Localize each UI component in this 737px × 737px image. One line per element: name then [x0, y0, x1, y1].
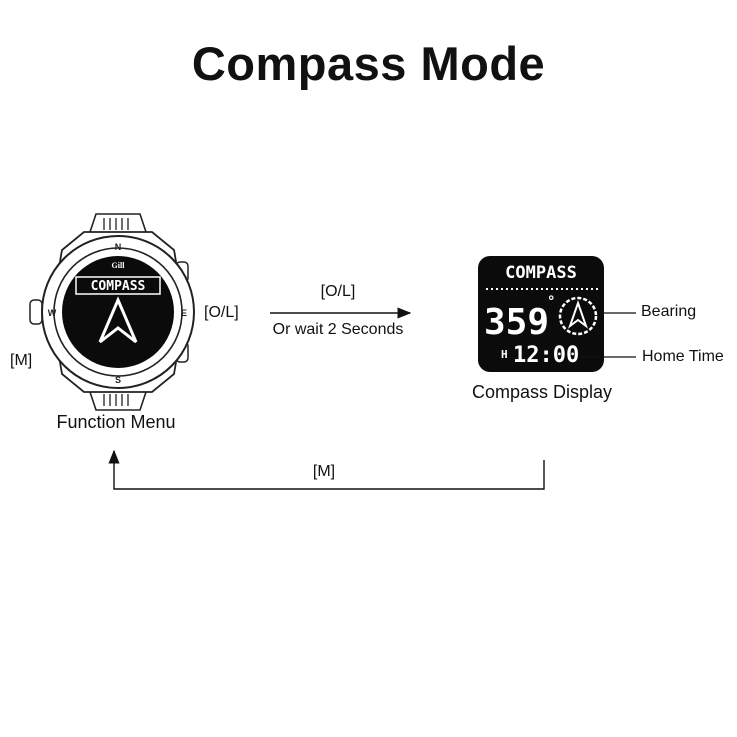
bezel-mark-north: N [115, 242, 122, 252]
watch-screen-label-box [75, 276, 161, 295]
watch-strap-top [89, 213, 147, 233]
bearing-value: 359 [484, 302, 549, 343]
watch-brand-logo: Gill [112, 261, 126, 270]
watch-screen-label: COMPASS [91, 279, 146, 294]
watch-caption: Function Menu [56, 412, 176, 432]
compass-display-screen [478, 256, 604, 372]
bearing-callout-label: Bearing [641, 303, 697, 320]
watch-button-left [29, 299, 43, 325]
watch-illustration: N S E W Gill COMPASS [29, 213, 195, 411]
display-header: COMPASS [505, 263, 577, 283]
watch-strap-bottom [89, 391, 147, 411]
home-time-value: 12:00 [513, 343, 579, 368]
bezel-mark-south: S [115, 375, 121, 385]
compass-rose-needle-icon [567, 299, 589, 329]
return-arrow-label: [M] [312, 463, 336, 480]
bezel-mark-east: E [181, 308, 187, 318]
right-button-label: [O/L] [204, 304, 239, 321]
home-time-callout-label: Home Time [642, 348, 724, 365]
compass-arrow-icon [98, 296, 138, 344]
display-caption: Compass Display [471, 382, 613, 402]
degree-symbol: ° [547, 294, 555, 310]
compass-display: COMPASS 359 ° H 12:00 [478, 256, 604, 372]
transition-label-top: [O/L] [320, 283, 356, 300]
bezel-mark-west: W [48, 308, 57, 318]
return-arrow [108, 449, 545, 490]
left-button-label: [M] [10, 352, 33, 369]
page-title: Compass Mode [191, 37, 546, 90]
home-time-prefix: H [501, 348, 508, 361]
compass-rose-icon [558, 296, 598, 336]
transition-label-bottom: Or wait 2 Seconds [272, 321, 404, 338]
